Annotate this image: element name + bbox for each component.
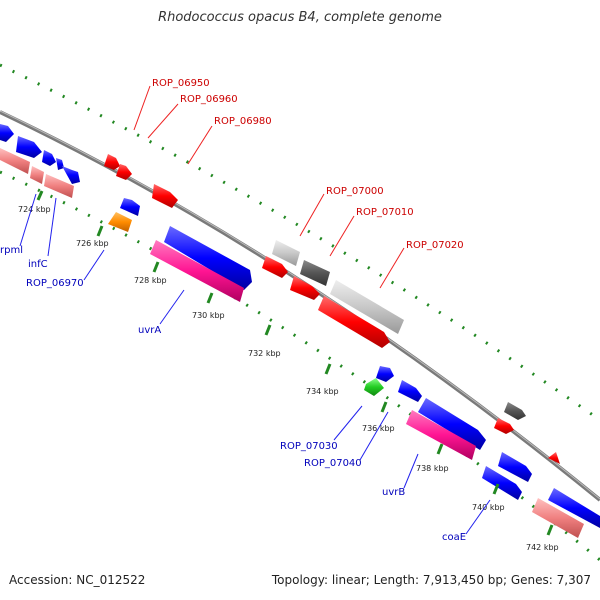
gene-right-blue-742[interactable]	[548, 488, 600, 528]
top-labels: ROP_06950 ROP_06960 ROP_06980 ROP_07000 …	[152, 78, 464, 251]
gene-rev-blue-726[interactable]	[120, 198, 140, 216]
forward-features	[0, 124, 560, 464]
label-rop-07030[interactable]: ROP_07030	[280, 441, 338, 452]
leader-rop-07010	[329, 215, 355, 257]
gene-right-red-small[interactable]	[548, 452, 560, 464]
label-uvrb[interactable]: uvrB	[382, 487, 405, 498]
gene-uvrA-pink[interactable]	[150, 240, 244, 302]
gene-rop-07010-red[interactable]	[290, 276, 320, 300]
tick-label-726: 726 kbp	[76, 239, 109, 248]
gene-rev-salmon-3[interactable]	[44, 174, 74, 198]
tick-mark	[492, 483, 500, 495]
leader-rop-07030	[333, 405, 363, 441]
tick-label-734: 734 kbp	[306, 387, 339, 396]
gene-rop-07020[interactable]	[330, 280, 404, 334]
gene-rop-07000-red[interactable]	[262, 256, 288, 278]
label-rop-07040[interactable]: ROP_07040	[304, 458, 362, 469]
label-uvra[interactable]: uvrA	[138, 325, 161, 336]
gene-rop-06950[interactable]	[104, 154, 120, 170]
leader-rop-06970	[83, 249, 105, 281]
tick-mark	[324, 363, 332, 375]
map-title: Rhodococcus opacus B4, complete genome	[158, 10, 442, 25]
tick-label-732: 732 kbp	[248, 349, 281, 358]
accession-text: Accession: NC_012522	[9, 573, 146, 587]
leader-rop-07040	[359, 411, 389, 461]
leader-rop-06950	[133, 85, 151, 131]
gene-uvrB-pink[interactable]	[406, 410, 476, 460]
topology-text: Topology: linear; Length: 7,913,450 bp; …	[271, 573, 591, 587]
tick-mark	[96, 225, 104, 237]
gene-rop-07030[interactable]	[376, 366, 394, 382]
gene-rev-blue-736[interactable]	[398, 380, 422, 402]
gene-rop-left-blue-1[interactable]	[0, 124, 14, 142]
gene-uvrA-blue[interactable]	[164, 226, 252, 290]
tick-mark	[546, 524, 554, 536]
leader-rop-07020	[379, 247, 405, 289]
tick-label-738: 738 kbp	[416, 464, 449, 473]
leader-rop-06980	[187, 125, 213, 165]
gene-rop-07010[interactable]	[300, 260, 330, 286]
leader-infc	[47, 197, 57, 257]
gene-coaE-blue[interactable]	[482, 466, 522, 500]
gene-rev-orange[interactable]	[108, 212, 132, 232]
gene-right-red[interactable]	[494, 418, 514, 434]
tick-label-740: 740 kbp	[472, 503, 505, 512]
label-rop-06950[interactable]: ROP_06950	[152, 78, 210, 89]
inner-dot-track	[0, 170, 600, 562]
reverse-features	[0, 148, 600, 538]
leader-coae	[465, 499, 491, 535]
bottom-labels: rpml infC ROP_06970 uvrA ROP_07030 ROP_0…	[0, 245, 466, 543]
label-rop-06980[interactable]: ROP_06980	[214, 116, 272, 127]
gene-rop-07020-red[interactable]	[318, 296, 390, 348]
tick-mark	[264, 324, 272, 336]
tick-mark	[36, 190, 44, 201]
label-infc[interactable]: infC	[28, 259, 48, 270]
gene-rop-06980[interactable]	[152, 184, 178, 208]
gene-rop-left-blue-3[interactable]	[42, 150, 56, 166]
label-coae[interactable]: coaE	[442, 532, 466, 543]
tick-label-730: 730 kbp	[192, 311, 225, 320]
gene-rev-blue-738[interactable]	[498, 452, 532, 482]
tick-label-742: 742 kbp	[526, 543, 559, 552]
track-dots	[0, 63, 600, 562]
tick-mark	[380, 401, 388, 413]
leader-uvra	[159, 289, 185, 325]
top-leaders	[133, 85, 405, 289]
leader-rop-07000	[299, 193, 325, 237]
label-rpml[interactable]: rpml	[0, 245, 23, 256]
gene-rop-06960[interactable]	[116, 164, 132, 180]
tick-marks	[36, 190, 554, 536]
gene-rop-07040[interactable]	[364, 378, 384, 396]
gene-rop-left-blue-4[interactable]	[56, 158, 64, 170]
tick-label-724: 724 kbp	[18, 205, 51, 214]
gene-rop-left-blue-2[interactable]	[16, 136, 42, 158]
label-rop-07000[interactable]: ROP_07000	[326, 186, 384, 197]
gene-right-salmon-742[interactable]	[532, 498, 584, 538]
label-rop-07010[interactable]: ROP_07010	[356, 207, 414, 218]
bottom-leaders	[19, 193, 491, 535]
tick-mark	[436, 443, 444, 455]
gene-uvrB-blue[interactable]	[418, 398, 486, 450]
leader-rpml	[19, 193, 37, 247]
label-rop-06970[interactable]: ROP_06970	[26, 278, 84, 289]
leader-uvrb	[403, 453, 419, 489]
label-rop-07020[interactable]: ROP_07020	[406, 240, 464, 251]
gene-right-dark[interactable]	[504, 402, 526, 420]
gene-rev-salmon-1[interactable]	[0, 148, 30, 174]
gene-rev-blue-small[interactable]	[62, 166, 80, 184]
leader-rop-06960	[147, 103, 179, 139]
label-rop-06960[interactable]: ROP_06960	[180, 94, 238, 105]
tick-label-728: 728 kbp	[134, 276, 167, 285]
tick-mark	[206, 292, 214, 304]
gene-rev-salmon-2[interactable]	[30, 166, 44, 184]
gene-rop-07000[interactable]	[272, 240, 300, 266]
tick-mark	[152, 261, 160, 273]
